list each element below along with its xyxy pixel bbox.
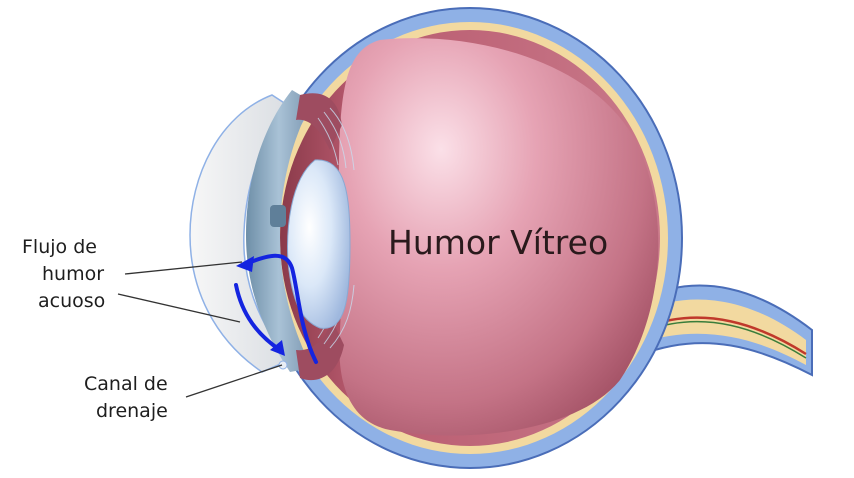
flow-arrowhead-up (236, 256, 254, 272)
leader-lines (117, 261, 283, 398)
drainage-canal-marker (278, 360, 288, 370)
ciliary-body-bottom (296, 320, 344, 381)
drainage-canal-label-line2: drenaje (96, 400, 168, 422)
lens (287, 159, 351, 329)
flow-arrowhead-down (270, 340, 285, 356)
drainage-canal-label-line1: Canal de (84, 373, 168, 395)
vitreous-label: Humor Vítreo (388, 223, 608, 262)
ciliary-body-top (296, 93, 342, 150)
aqueous-flow-label-line1: Flujo de (22, 236, 97, 258)
aqueous-flow-arrows (234, 253, 318, 364)
aqueous-flow-label-line2: humor (42, 263, 104, 285)
iris (270, 205, 286, 227)
vitreous-body (338, 38, 659, 436)
anterior-chamber (246, 90, 312, 372)
aqueous-flow-label-line3: acuoso (38, 290, 105, 312)
